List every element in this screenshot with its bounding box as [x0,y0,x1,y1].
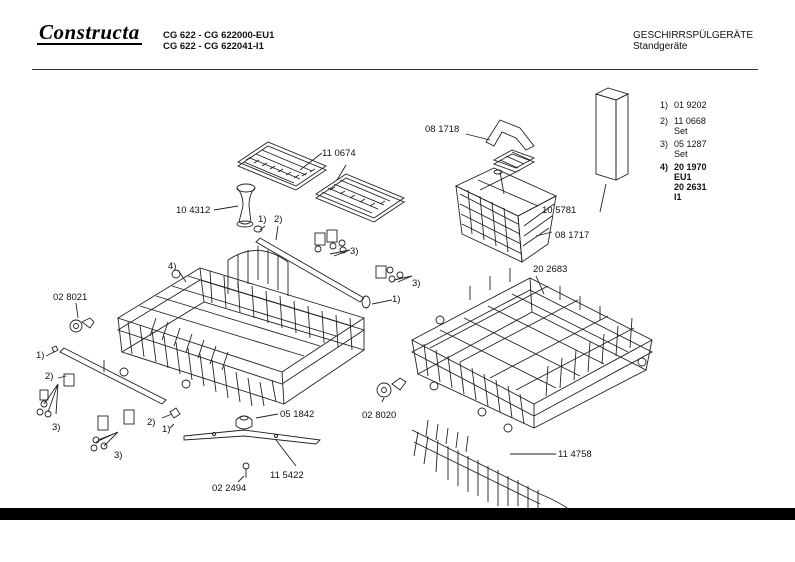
legend-item-3: 3) 05 1287 Set [660,139,707,159]
plate-rack [411,419,577,515]
legend-item-2: 2) 11 0668 Set [660,116,707,136]
label-028021: 02 8021 [53,292,87,303]
label-callout-2d: 2) [147,417,155,428]
label-105781: 10 5781 [542,205,576,216]
label-051842: 05 1842 [280,409,314,420]
model-line-1: CG 622 - CG 622000-EU1 [163,30,275,41]
handle-knob [236,183,256,228]
legend-value: 20 1970 [674,162,707,172]
category-block: GESCHIRRSPÜLGERÄTE Standgeräte [633,30,753,52]
label-202683: 20 2683 [533,264,567,275]
brand-logo: Constructa [37,20,142,45]
label-028020: 02 8020 [362,410,396,421]
legend-num: 2) [660,116,669,126]
tall-holder [594,87,630,181]
spray-arm [183,415,321,445]
clip-set-left [36,373,75,418]
roller-upper-left [69,317,95,333]
label-115422: 11 5422 [270,470,304,481]
legend-num: 1) [660,100,669,110]
bottom-bar [0,508,795,520]
screw [242,462,250,478]
category-subtitle: Standgeräte [633,41,688,52]
legend-num: 4) [660,162,669,172]
header-rule [32,69,758,70]
label-callout-3d: 3) [114,450,122,461]
cutlery-basket-handle [485,119,536,175]
roller-lower [376,377,407,398]
part-labels: 11 0674 10 4312 1) 2) 3) 3) 1) 4) 08 171… [36,124,592,494]
label-callout-3: 3) [350,246,358,257]
left-rail [59,347,167,405]
label-callout-1b: 1) [392,294,400,305]
legend-item-4: 4) 20 1970 EU1 20 2631 I1 [660,162,707,202]
label-callout-3c: 3) [52,422,60,433]
category-title: GESCHIRRSPÜLGERÄTE [633,30,754,41]
clip-set-lower [90,409,135,452]
label-callout-1d: 1) [162,424,170,435]
legend-num: 3) [660,139,669,149]
cutlery-grid-left [237,141,327,191]
label-081718: 08 1718 [425,124,459,135]
label-callout-1: 1) [258,214,266,225]
legend-sub: Set [674,149,688,159]
lower-basket [411,268,653,429]
clip-set-upper [314,229,404,283]
upper-basket [116,246,366,407]
upper-rail [253,225,371,309]
label-104312: 10 4312 [176,205,210,216]
label-callout-3b: 3) [412,278,420,289]
label-callout-2: 2) [274,214,282,225]
legend-sub: Set [674,126,688,136]
label-110674: 11 0674 [322,148,356,159]
label-callout-1c: 1) [36,350,44,361]
model-numbers: CG 622 - CG 622000-EU1 CG 622 - CG 62204… [163,30,274,52]
label-114758: 11 4758 [558,449,592,460]
legend-sub: EU1 [674,172,692,182]
label-callout-2c: 2) [45,371,53,382]
legend-item-1: 1) 01 9202 [660,100,707,110]
cutlery-basket [454,167,558,263]
label-022494: 02 2494 [212,483,246,494]
legend-sub: 20 2631 [674,182,707,192]
legend-value: 05 1287 [674,139,707,149]
cutlery-grid-right [315,173,405,223]
legend-value: 11 0668 [674,116,706,126]
legend-sub: I1 [674,192,682,202]
label-callout-4: 4) [168,261,176,272]
legend-value: 01 9202 [674,100,707,110]
legend: 1) 01 9202 2) 11 0668 Set 3) 05 1287 Set 4)… [660,100,707,202]
label-081717: 08 1717 [555,230,589,241]
model-line-2: CG 622 - CG 622041-I1 [163,41,264,52]
